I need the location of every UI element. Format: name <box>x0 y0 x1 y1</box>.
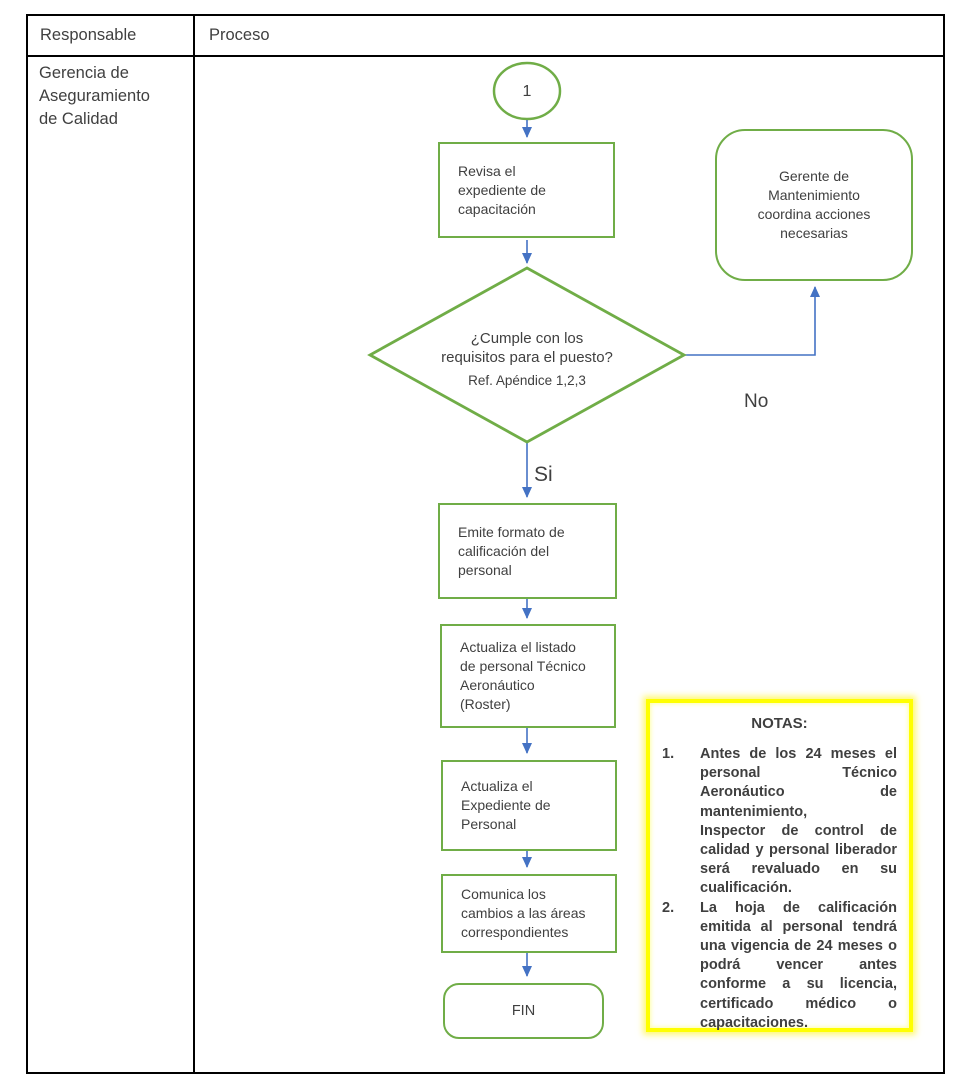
notes-box: NOTAS: 1. Antes de los 24 meses el perso… <box>646 699 913 1032</box>
table-border <box>26 14 945 1074</box>
process-box-comunica-cambios: Comunica los cambios a las áreas corresp… <box>441 874 617 953</box>
header-responsable: Responsable <box>40 26 137 44</box>
header-proceso: Proceso <box>209 26 270 44</box>
decision-text: ¿Cumple con los requisitos para el puest… <box>402 329 652 388</box>
process-box-actualiza-listado: Actualiza el listado de personal Técnico… <box>440 624 616 728</box>
branch-label-no: No <box>744 391 769 412</box>
table-header-divider <box>28 55 943 57</box>
notes-title: NOTAS: <box>751 715 808 732</box>
start-connector-label: 1 <box>522 82 532 100</box>
process-box-gerente-mantenimiento: Gerente de Mantenimiento coordina accion… <box>715 129 913 281</box>
note-1-number: 1. <box>662 746 675 762</box>
responsible-cell: Gerencia de Aseguramiento de Calidad <box>39 64 150 128</box>
branch-label-si: Si <box>534 463 553 486</box>
note-item-1: 1. Antes de los 24 meses el personal Téc… <box>662 745 897 899</box>
decision-diamond <box>367 266 687 444</box>
decision-question: ¿Cumple con los requisitos para el puest… <box>441 330 613 366</box>
table-column-divider <box>193 16 195 1072</box>
terminator-fin: FIN <box>443 983 604 1039</box>
note-2-text: La hoja de calificación emitida al perso… <box>700 899 902 1031</box>
note-item-2: 2. La hoja de calificación emitida al pe… <box>662 899 897 1033</box>
note-1-text: Antes de los 24 meses el personal Técnic… <box>700 746 897 897</box>
process-box-emite-formato: Emite formato de calificación del person… <box>438 503 617 599</box>
process-box-actualiza-expediente: Actualiza el Expediente de Personal <box>441 760 617 851</box>
note-2-number: 2. <box>662 899 675 916</box>
start-connector-circle <box>492 61 562 121</box>
arrow-decision-no-to-gerente <box>684 286 820 356</box>
decision-reference: Ref. Apéndice 1,2,3 <box>468 373 586 388</box>
process-box-revisa-expediente: Revisa el expediente de capacitación <box>438 142 615 238</box>
